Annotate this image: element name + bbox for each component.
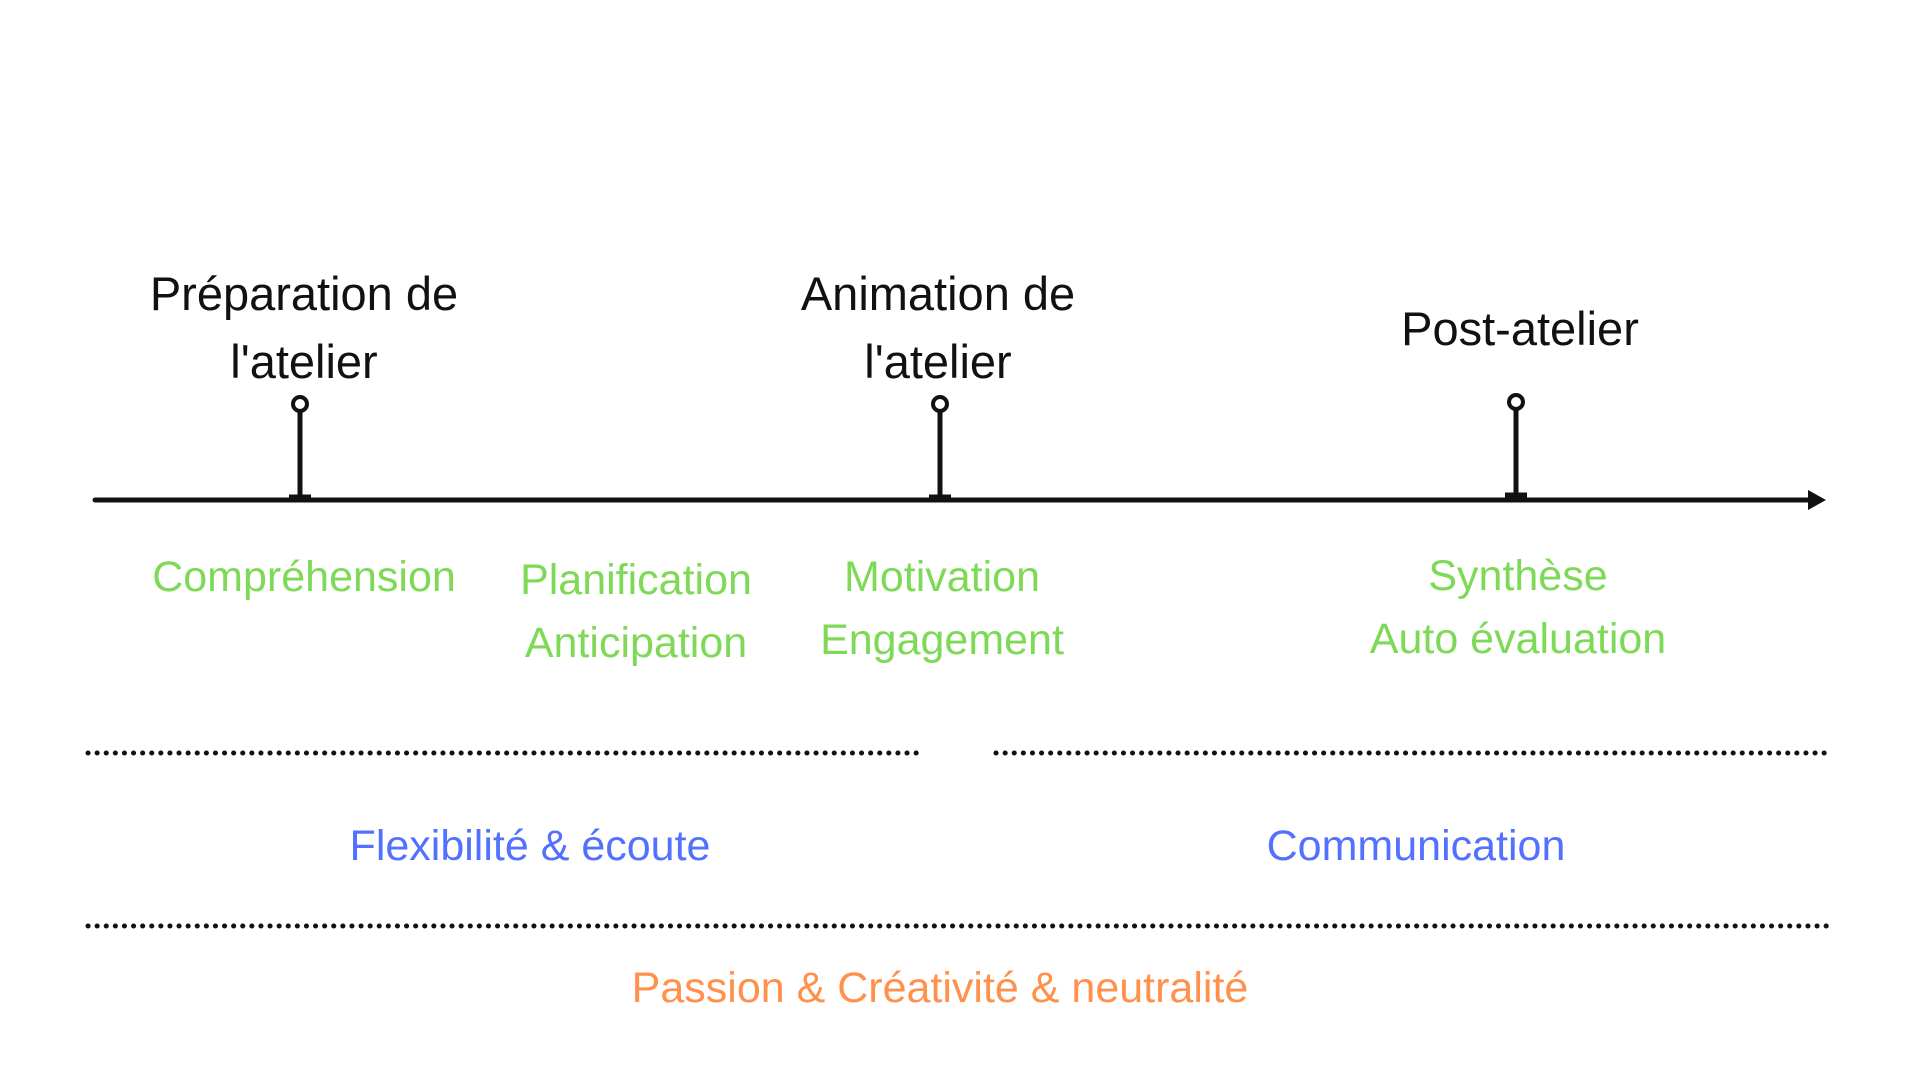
timeline-arrowhead xyxy=(1808,490,1826,510)
skill-label-line: Anticipation xyxy=(524,619,748,667)
footer-label-passion: Passion & Créativité & neutralité xyxy=(631,964,1249,1012)
milestone-marker-post-atelier xyxy=(1505,393,1527,498)
phase-label-animation: Animation de l'atelier xyxy=(801,260,1075,396)
phase-label-line: Préparation de xyxy=(149,267,459,320)
phase-label-post-atelier: Post-atelier xyxy=(1401,295,1639,363)
milestone-marker-preparation xyxy=(289,395,311,500)
skill-label-line: Engagement xyxy=(820,616,1064,664)
band-label-communication: Communication xyxy=(1266,822,1566,870)
skill-label-line: Auto évaluation xyxy=(1369,615,1667,663)
skill-label-line: Motivation xyxy=(844,553,1040,601)
skill-label-comprehension: Compréhension xyxy=(152,546,456,609)
phase-label-line: l'atelier xyxy=(230,335,378,388)
phase-label-line: Animation de xyxy=(800,267,1076,320)
skill-label-line: Compréhension xyxy=(152,553,456,601)
skill-label-planification: Planification Anticipation xyxy=(520,549,752,675)
phase-label-line: l'atelier xyxy=(864,335,1012,388)
milestone-marker-animation xyxy=(929,395,951,500)
phase-label-line: Post-atelier xyxy=(1401,302,1639,355)
skill-label-line: Synthèse xyxy=(1428,552,1608,600)
band-label-flexibilite: Flexibilité & écoute xyxy=(349,822,711,870)
skill-label-motivation: Motivation Engagement xyxy=(820,546,1064,672)
skill-label-synthese: Synthèse Auto évaluation xyxy=(1370,545,1666,671)
phase-label-preparation: Préparation de l'atelier xyxy=(150,260,458,396)
skill-label-line: Planification xyxy=(520,556,752,604)
